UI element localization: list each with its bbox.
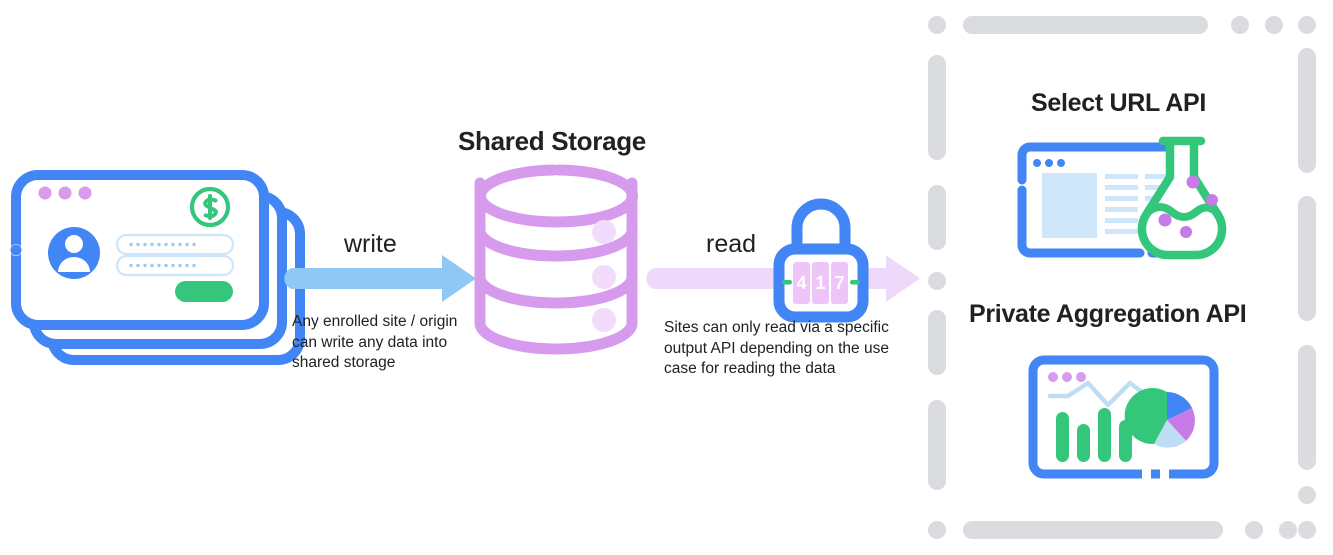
read-caption: Sites can only read via a specific outpu…: [664, 319, 889, 378]
write-caption: Any enrolled site / origin can write any…: [292, 313, 458, 372]
combination-dials: 4 1 7: [782, 262, 860, 304]
svg-text:4: 4: [796, 273, 806, 293]
submit-button: [175, 281, 233, 302]
password-field-1: [115, 233, 235, 256]
window-dots-icon-2: [1033, 159, 1065, 167]
padlock-icon: 4 1 7: [773, 198, 869, 323]
pie-chart: [1124, 388, 1195, 448]
shared-storage-title: Shared Storage: [458, 126, 646, 156]
window-dots-icon-3: [1048, 372, 1086, 382]
flask-icon: [1137, 136, 1227, 260]
svg-text:1: 1: [815, 273, 825, 293]
user-avatar-icon: [48, 227, 100, 279]
private-aggregation-api-title: Private Aggregation API: [969, 300, 1247, 328]
outputs-panel-border: [928, 16, 1316, 539]
flask-dots: [1158, 175, 1218, 238]
select-url-api-title: Select URL API: [1031, 89, 1207, 117]
window-dots-icon: [38, 186, 92, 200]
svg-text:7: 7: [834, 273, 844, 293]
browser-window-with-charts-icon: [1028, 355, 1219, 480]
database-indicator-dots: [592, 220, 616, 332]
write-arrow: [284, 255, 476, 302]
write-arrow-label: write: [344, 230, 397, 258]
dollar-circle-icon: [189, 186, 231, 228]
database-cylinder-icon: [474, 164, 638, 355]
browser-window-with-flask-icon: [1017, 136, 1227, 260]
password-field-2: [115, 254, 235, 277]
read-arrow-label: read: [706, 230, 757, 258]
line-chart: [1047, 380, 1133, 408]
